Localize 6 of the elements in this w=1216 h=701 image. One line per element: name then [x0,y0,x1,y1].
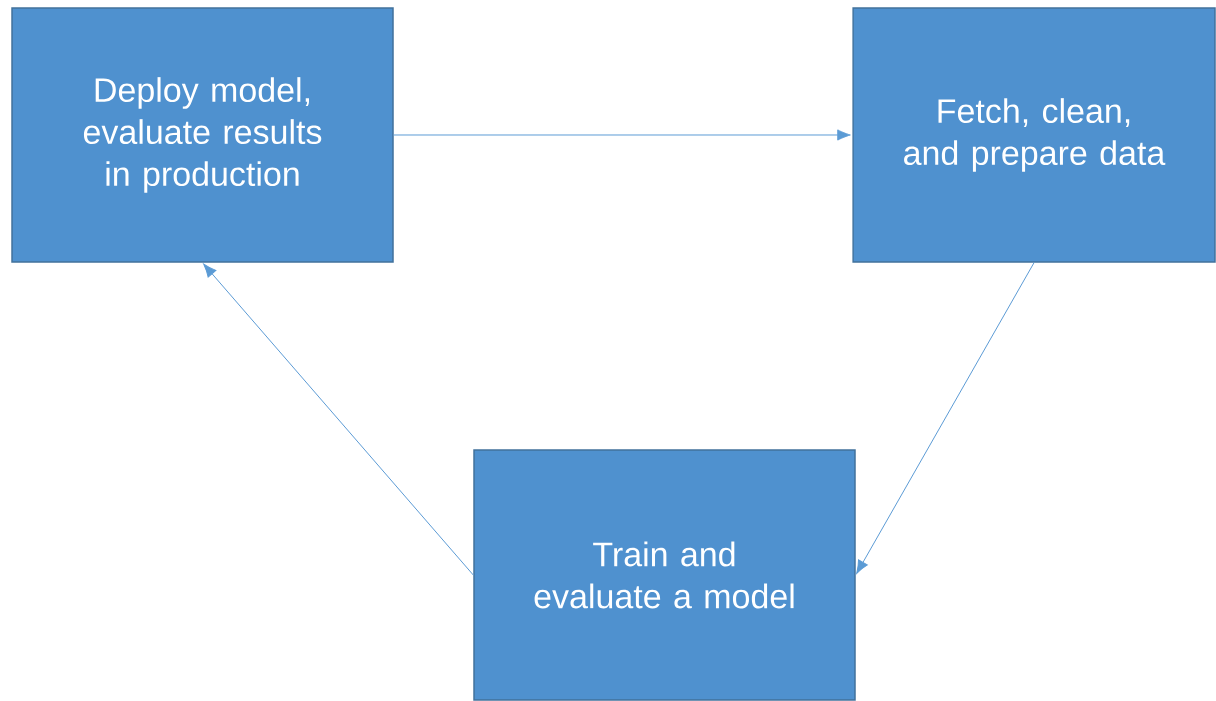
process-box: Train and evaluate a model [473,449,856,701]
arrow [203,263,474,576]
arrow [393,129,851,141]
arrow [856,262,1035,574]
process-box: Deploy model, evaluate results in production [11,7,394,263]
process-box: Fetch, clean, and prepare data [852,7,1216,263]
